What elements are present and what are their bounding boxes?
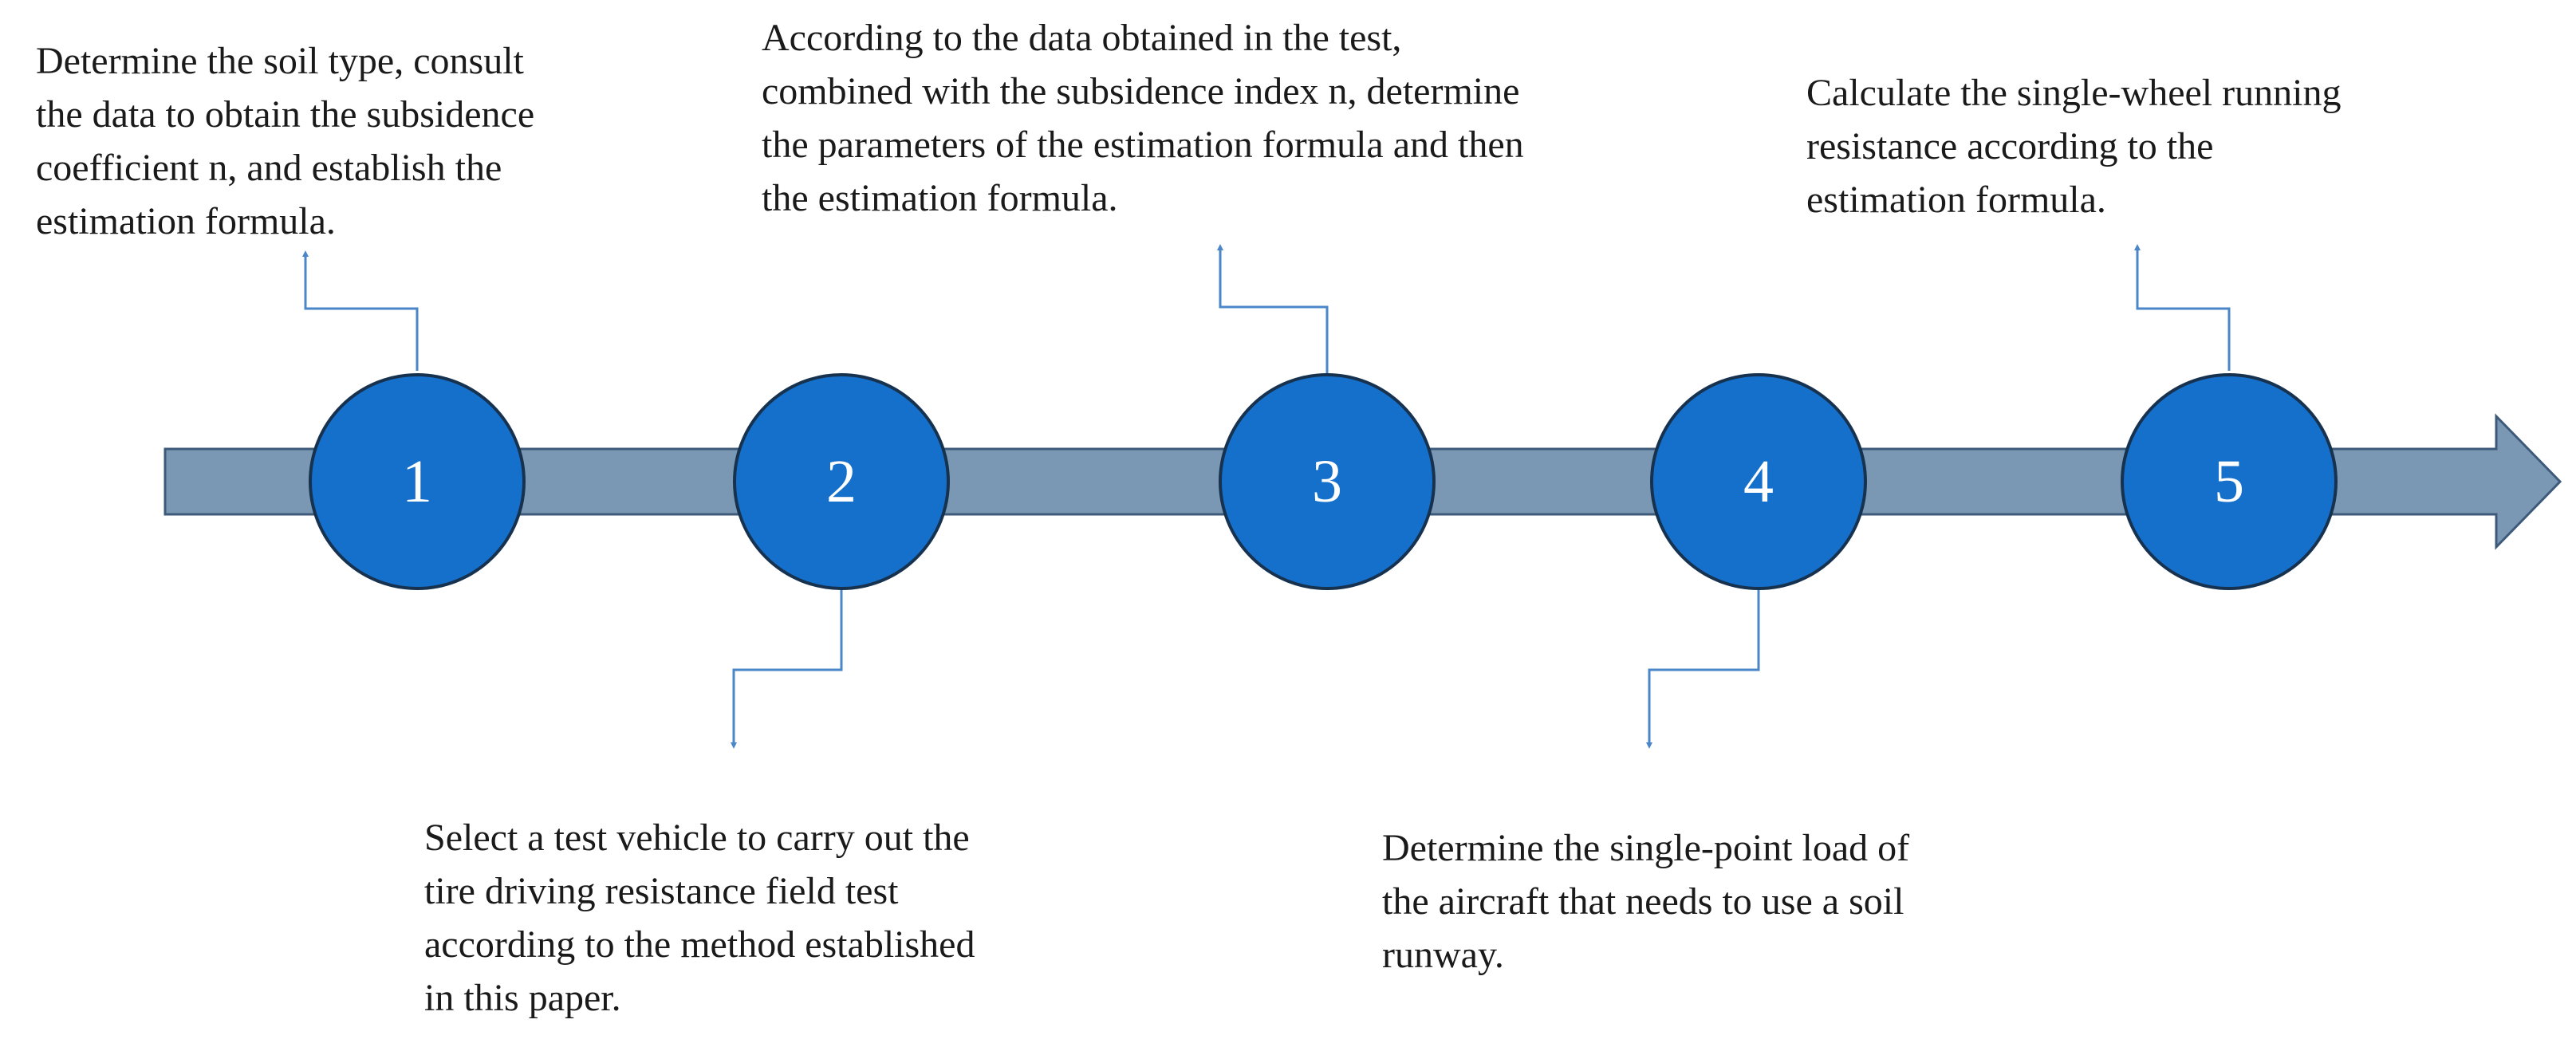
- step-1-line: estimation formula.: [36, 200, 336, 242]
- step-4-line: runway.: [1382, 934, 1504, 976]
- step-2-line: tire driving resistance field test: [424, 870, 899, 912]
- step-number-1: 1: [402, 448, 432, 515]
- step-3-line: combined with the subsidence index n, de…: [762, 70, 1520, 112]
- step-2-line: Select a test vehicle to carry out the: [424, 817, 970, 859]
- step-5-line: estimation formula.: [1806, 179, 2106, 221]
- step-node-3: 3: [1219, 373, 1436, 590]
- step-4-line: Determine the single-point load of: [1382, 827, 1910, 869]
- step-node-2: 2: [733, 373, 950, 590]
- connector-step-1: [302, 250, 419, 371]
- step-1-line: the data to obtain the subsidence: [36, 93, 535, 136]
- step-5-line: Calculate the single-wheel running: [1806, 72, 2342, 114]
- connector-step-4: [1646, 590, 1760, 749]
- step-number-2: 2: [826, 448, 857, 515]
- step-number-5: 5: [2214, 448, 2244, 515]
- step-4-description: Determine the single-point load of the a…: [1382, 821, 1909, 982]
- step-number-4: 4: [1743, 448, 1774, 515]
- step-2-description: Select a test vehicle to carry out the t…: [424, 811, 975, 1025]
- step-node-4: 4: [1650, 373, 1867, 590]
- step-2-line: according to the method established: [424, 923, 975, 966]
- step-3-line: According to the data obtained in the te…: [762, 17, 1402, 59]
- step-1-description: Determine the soil type, consult the dat…: [36, 34, 534, 248]
- step-3-description: According to the data obtained in the te…: [762, 11, 1524, 225]
- step-1-line: Determine the soil type, consult: [36, 40, 524, 82]
- step-node-1: 1: [309, 373, 526, 590]
- step-3-line: the parameters of the estimation formula…: [762, 124, 1524, 166]
- step-node-5: 5: [2121, 373, 2338, 590]
- connector-step-2: [731, 590, 843, 749]
- step-1-line: coefficient n, and establish the: [36, 147, 502, 189]
- step-5-description: Calculate the single-wheel running resis…: [1806, 66, 2341, 226]
- step-5-line: resistance according to the: [1806, 125, 2214, 167]
- connector-step-3: [1217, 244, 1329, 373]
- connector-step-5: [2134, 244, 2231, 371]
- step-4-line: the aircraft that needs to use a soil: [1382, 880, 1904, 923]
- step-3-line: the estimation formula.: [762, 177, 1118, 219]
- step-number-3: 3: [1312, 448, 1342, 515]
- step-2-line: in this paper.: [424, 977, 621, 1019]
